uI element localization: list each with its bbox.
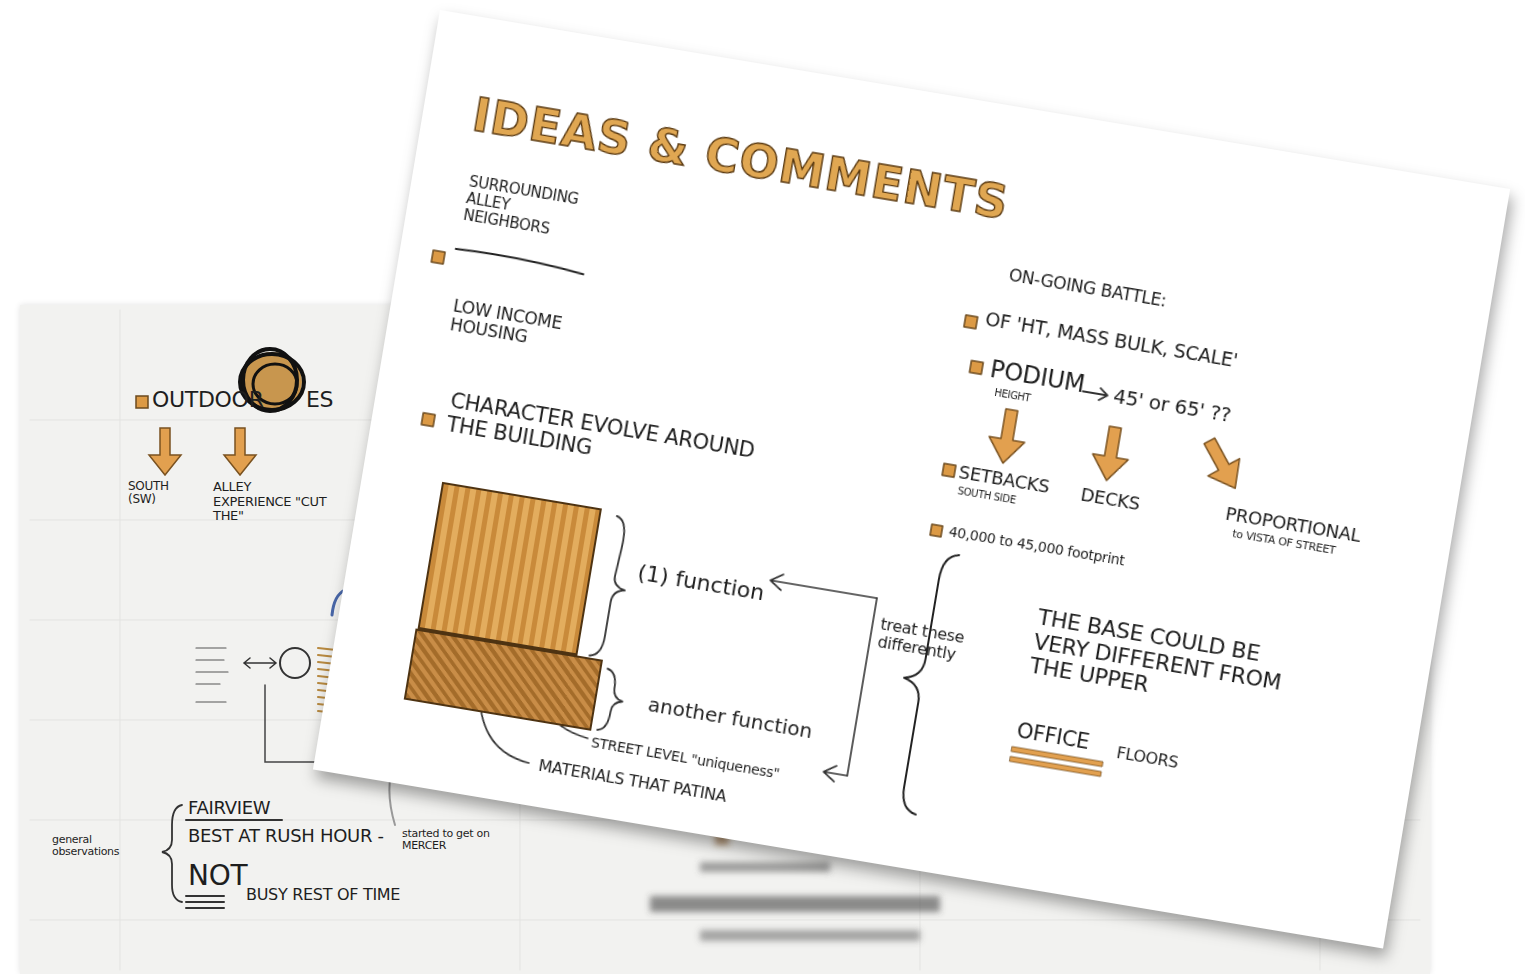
small-arrow: [1082, 385, 1109, 401]
brace: [162, 805, 182, 902]
note-text: DECKS: [1079, 485, 1141, 515]
function-label: (1) function: [636, 560, 766, 606]
bullet-box: [964, 315, 978, 329]
brace: [597, 669, 627, 733]
note-text: ALLEY EXPERIENCE "CUT THE": [213, 480, 331, 524]
note-text: OUTDOOR: [152, 388, 264, 413]
underline-bar: [1010, 756, 1102, 776]
note-text: started to get on MERCER: [402, 828, 527, 853]
note-text: FLOORS: [1115, 744, 1179, 772]
block-arrow: [1089, 424, 1133, 483]
connector-layer: [313, 10, 1510, 949]
blur-smudge: [700, 862, 830, 872]
bullet-box: [136, 396, 148, 408]
building-block: (1) function: [418, 482, 602, 656]
note-text: FAIRVIEW: [188, 798, 270, 818]
bullet-box: [942, 463, 956, 477]
tree-circle: [280, 648, 310, 678]
underline: [186, 896, 224, 908]
note-text: NOT: [188, 860, 247, 891]
bullet-box: [969, 361, 983, 375]
bullet-box: [930, 524, 943, 537]
function-label: another function: [646, 692, 814, 743]
note-text: SOUTH (SW): [128, 480, 180, 507]
note-text: SURROUNDING ALLEY NEIGHBORS: [462, 173, 594, 243]
note-text: LOW INCOME HOUSING: [449, 296, 574, 353]
scribble-note: [196, 648, 228, 702]
note-text: ON-GOING BATTLE:: [1007, 266, 1167, 311]
note-text: BUSY REST OF TIME: [246, 886, 400, 904]
double-arrow: [244, 658, 276, 668]
leader-line: [847, 598, 877, 776]
blur-smudge: [700, 930, 920, 941]
note-text: ES: [306, 388, 333, 413]
bullet-box: [431, 250, 445, 264]
block-arrow: [1194, 432, 1251, 497]
note-text: BEST AT RUSH HOUR -: [188, 826, 384, 846]
underline: [455, 248, 584, 274]
block-arrow: [224, 428, 256, 475]
block-arrow: [149, 428, 181, 475]
blur-smudge: [650, 896, 940, 912]
note-text: treat these differently: [876, 615, 967, 665]
note-text: 45' or 65' ??: [1112, 385, 1233, 427]
note-text: CHARACTER EVOLVE AROUND THE BUILDING: [445, 389, 788, 492]
note-text: HEIGHT: [994, 387, 1032, 404]
leader-arrow: [769, 572, 878, 606]
note-text: general observations: [52, 834, 127, 859]
bullet-box: [421, 413, 435, 427]
leader-arrow: [822, 764, 848, 784]
brace: [882, 550, 959, 815]
note-text: 40,000 to 45,000 footprint: [948, 524, 1126, 569]
underline: [186, 819, 282, 821]
note-text: THE BASE COULD BE VERY DIFFERENT FROM TH…: [1028, 605, 1302, 722]
block-arrow: [985, 407, 1029, 466]
